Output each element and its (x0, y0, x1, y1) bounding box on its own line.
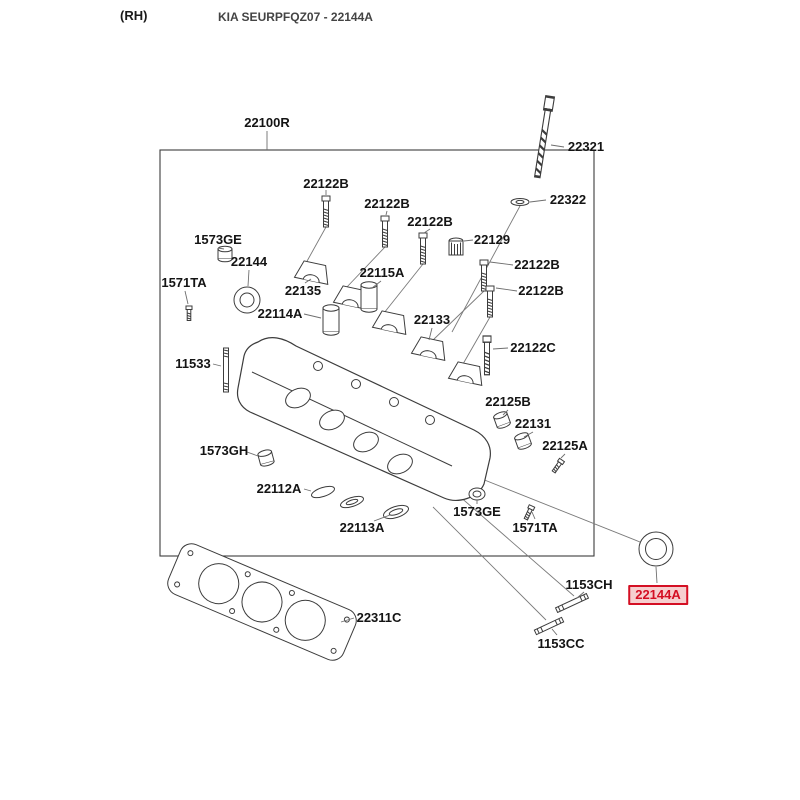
gasket-ring-drawing (383, 504, 409, 520)
part-label-22129[interactable]: 22129 (473, 232, 511, 247)
stud-drawing (533, 616, 565, 636)
washer-drawing (510, 198, 530, 206)
bearing-cap-drawing (294, 259, 332, 285)
part-label-22122b[interactable]: 22122B (303, 176, 349, 191)
camshaft-seal-drawing (638, 531, 674, 567)
part-label-22125a[interactable]: 22125A (542, 438, 588, 453)
part-label-22144[interactable]: 22144 (230, 254, 268, 269)
long-bolt-drawing (531, 95, 556, 179)
small-bolt-drawing (522, 504, 536, 521)
cap-bolt-drawing (418, 232, 428, 265)
small-plug-drawing (217, 245, 233, 263)
small-disc-drawing (468, 487, 486, 501)
cap-bolt-drawing (485, 285, 495, 318)
part-label-22122c[interactable]: 22122C (510, 340, 556, 355)
part-label-1573ge[interactable]: 1573GE (194, 232, 242, 247)
bearing-cap-drawing (372, 309, 410, 335)
small-bolt-drawing (550, 457, 565, 475)
part-label-1573ge[interactable]: 1573GE (453, 504, 501, 519)
gasket-ring-drawing (311, 485, 335, 499)
part-label-1153cc[interactable]: 1153CC (537, 636, 585, 651)
part-label-22144a-highlighted[interactable]: 22144A (628, 585, 688, 605)
part-label-22113a[interactable]: 22113A (339, 520, 385, 535)
gasket-ring-drawing (340, 495, 364, 509)
small-plug-drawing (513, 430, 533, 452)
bearing-cap-drawing (333, 284, 371, 310)
tappet-drawing (322, 304, 340, 336)
part-label-22322[interactable]: 22322 (549, 192, 587, 207)
part-label-22112a[interactable]: 22112A (256, 481, 302, 496)
diagram-title: KIA SEURPFQZ07 - 22144A (218, 10, 373, 24)
cap-bolt-drawing (479, 259, 489, 292)
part-label-22115a[interactable]: 22115A (359, 265, 405, 280)
tappet-drawing (360, 281, 378, 313)
part-label-22321[interactable]: 22321 (567, 139, 605, 154)
part-label-22122b[interactable]: 22122B (364, 196, 410, 211)
part-label-22122b[interactable]: 22122B (407, 214, 453, 229)
stud-drawing (554, 592, 590, 614)
cap-bolt-drawing (380, 215, 390, 248)
part-label-22131[interactable]: 22131 (514, 416, 552, 431)
assembly-leader-lines (305, 205, 641, 621)
stud-drawing (223, 347, 229, 393)
label-leader-lines (184, 131, 658, 636)
part-label-1153ch[interactable]: 1153CH (565, 577, 613, 592)
bearing-cap-drawing (411, 335, 449, 361)
rh-side-indicator: (RH) (120, 8, 148, 23)
seal-drawing (233, 286, 261, 314)
cylinder-head-drawing (236, 337, 491, 501)
part-label-22122b[interactable]: 22122B (518, 283, 564, 298)
bearing-cap-drawing (448, 360, 486, 386)
part-label-11533[interactable]: 11533 (175, 356, 211, 371)
head-gasket-drawing (167, 543, 357, 661)
part-label-1571ta[interactable]: 1571TA (512, 520, 558, 535)
part-label-22122b[interactable]: 22122B (514, 257, 560, 272)
part-label-22135[interactable]: 22135 (284, 283, 322, 298)
plug-drawing (448, 237, 464, 256)
small-plug-drawing (492, 409, 512, 431)
part-label-1571ta[interactable]: 1571TA (161, 275, 207, 290)
cap-bolt-drawing (321, 195, 331, 228)
part-label-22311c[interactable]: 22311C (356, 610, 402, 625)
part-label-22133[interactable]: 22133 (413, 312, 451, 327)
part-label-22100r[interactable]: 22100R (244, 115, 290, 130)
small-plug-drawing (256, 448, 276, 468)
part-label-22114a[interactable]: 22114A (257, 306, 303, 321)
small-bolt-drawing (185, 305, 193, 321)
head-bolt-drawing (482, 335, 492, 376)
part-label-1573gh[interactable]: 1573GH (199, 443, 249, 458)
part-label-22125b[interactable]: 22125B (485, 394, 531, 409)
